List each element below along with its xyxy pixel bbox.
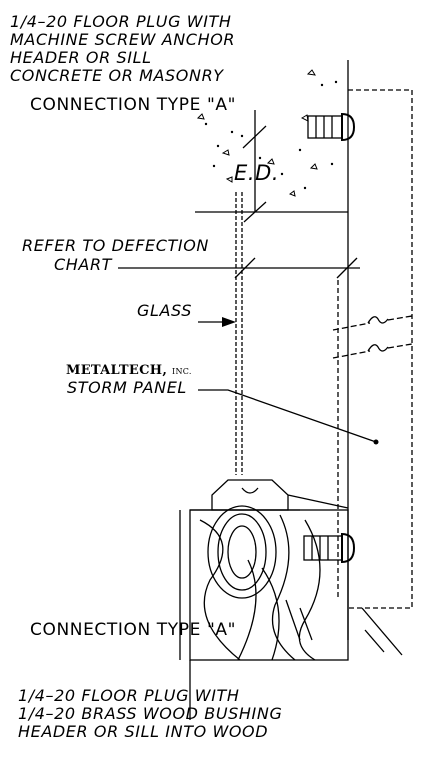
wood-sill [189,509,349,661]
break-symbol-lower [367,344,389,352]
bottom-note-line-3: HEADER OR SILL INTO WOOD [18,722,269,741]
bottom-anchor-body [303,535,343,561]
bottom-note-line-1: 1/4–20 FLOOR PLUG WITH [18,686,240,705]
glass-label: GLASS [137,301,192,320]
concrete-hatch [196,69,318,197]
brand-suffix: INC. [172,367,192,376]
deflection-tick-right [336,257,358,279]
top-anchor-head [341,112,356,142]
edge-distance-label: E.D. [234,161,280,185]
floor-plug [211,479,289,511]
top-anchor-body [307,115,343,139]
bottom-anchor-head [341,532,356,564]
connection-type-bottom: CONNECTION TYPE "A" [30,620,237,640]
ed-dimension-tick-low [243,201,267,223]
break-line-lower-right [387,343,413,349]
deflection-tick-left [234,257,256,279]
glass-arrowhead [222,317,236,327]
brand-logo: METALTECH, INC. [66,364,192,377]
brand-name: METALTECH, [66,363,168,378]
plug-leader [287,494,349,509]
plug-slot [241,487,259,494]
connection-type-top: CONNECTION TYPE "A" [30,95,237,115]
top-note-line-1: 1/4–20 FLOOR PLUG WITH [10,12,232,31]
bottom-note-line-2: 1/4–20 BRASS WOOD BUSHING [18,704,283,723]
break-symbol-upper [367,316,389,324]
top-note-line-2: MACHINE SCREW ANCHOR [10,30,236,49]
top-note-line-4: CONCRETE OR MASONRY [10,66,224,85]
storm-panel-outline [348,89,413,609]
ed-dimension-tick [242,125,267,149]
break-line-lower-left [332,350,371,359]
storm-panel-label: STORM PANEL [67,378,187,397]
deflection-note-line-2: CHART [54,255,113,274]
break-line-upper-right [387,315,413,321]
top-note-line-3: HEADER OR SILL [10,48,152,67]
storm-panel-dot [373,439,379,445]
storm-panel-leader [198,389,377,443]
break-line-upper-left [332,322,371,331]
deflection-note-line-1: REFER TO DEFECTION [22,236,209,255]
